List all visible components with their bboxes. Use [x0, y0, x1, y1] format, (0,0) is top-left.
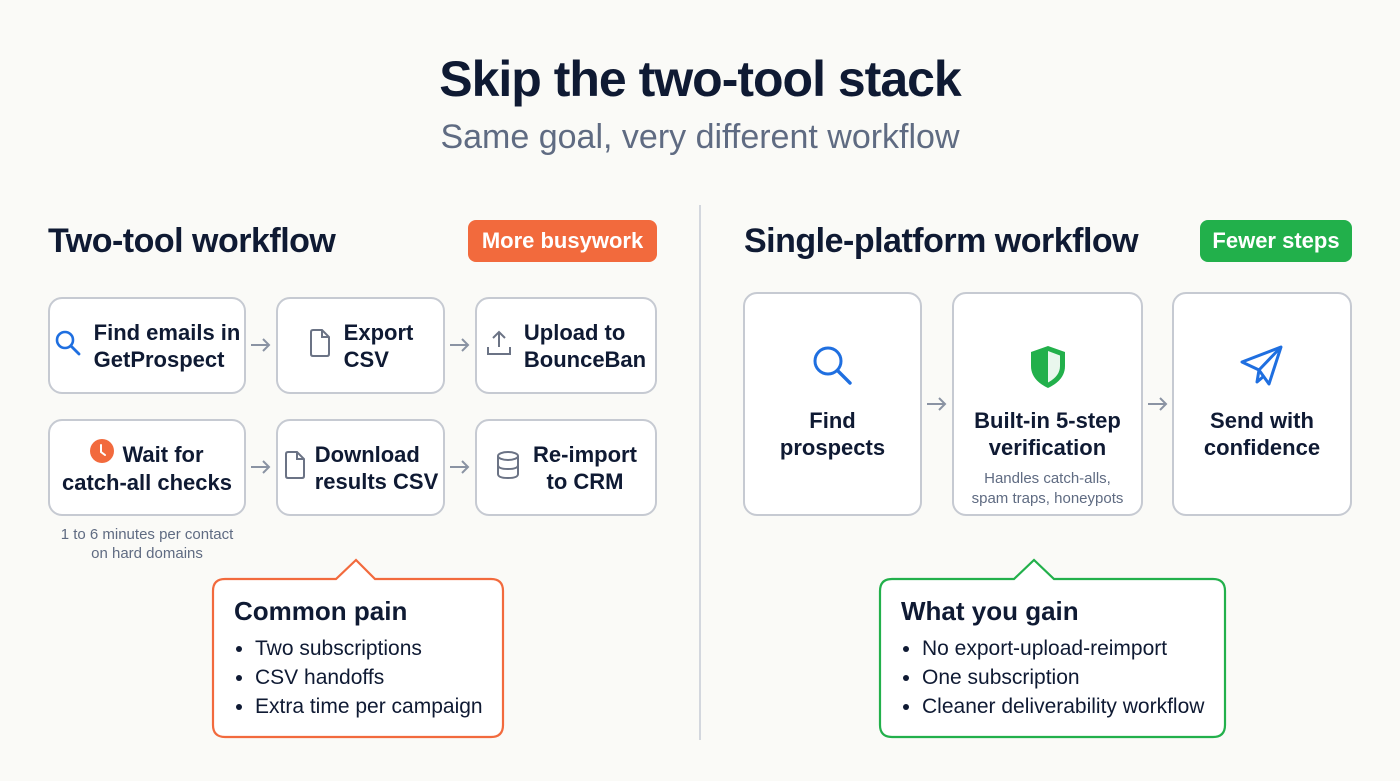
list-item: No export-upload-reimport [900, 634, 1204, 663]
arrow-right-icon [450, 460, 470, 474]
fewer-steps-badge: Fewer steps [1200, 220, 1352, 262]
shield-icon [1028, 344, 1068, 395]
page-subtitle: Same goal, very different workflow [440, 118, 960, 156]
arrow-right-icon [450, 338, 470, 352]
common-pain-callout: Common pain Two subscriptions CSV handof… [211, 558, 505, 739]
page-title: Skip the two-tool stack [439, 51, 962, 107]
more-busywork-badge: More busywork [468, 220, 657, 262]
wait-time-note: 1 to 6 minutes per contact on hard domai… [60, 526, 234, 562]
search-icon [811, 344, 855, 393]
two-tool-heading: Two-tool workflow [48, 222, 336, 260]
file-icon [308, 328, 332, 363]
arrow-right-icon [251, 338, 271, 352]
list-item: Cleaner deliverability workflow [900, 692, 1204, 721]
callout-title: What you gain [901, 596, 1079, 626]
column-divider [699, 205, 701, 740]
what-you-gain-callout: What you gain No export-upload-reimport … [878, 558, 1227, 739]
list-item: Two subscriptions [233, 634, 483, 663]
clock-icon [90, 439, 115, 469]
file-icon [283, 450, 307, 485]
arrow-right-icon [251, 460, 271, 474]
single-platform-heading: Single-platform workflow [744, 222, 1139, 260]
list-item: CSV handoffs [233, 663, 483, 692]
upload-icon [486, 329, 512, 362]
arrow-right-icon [1148, 397, 1168, 411]
callout-title: Common pain [234, 596, 408, 626]
search-icon [54, 329, 82, 362]
list-item: One subscription [900, 663, 1204, 692]
gain-list: No export-upload-reimport One subscripti… [900, 634, 1204, 721]
database-icon [495, 450, 521, 485]
send-icon [1239, 344, 1285, 393]
list-item: Extra time per campaign [233, 692, 483, 721]
step-wait-catch-all: Wait for catch-all checks [48, 419, 246, 516]
pain-list: Two subscriptions CSV handoffs Extra tim… [233, 634, 483, 721]
verification-detail: Handles catch-alls,spam traps, honeypots [971, 470, 1124, 507]
arrow-right-icon [927, 397, 947, 411]
